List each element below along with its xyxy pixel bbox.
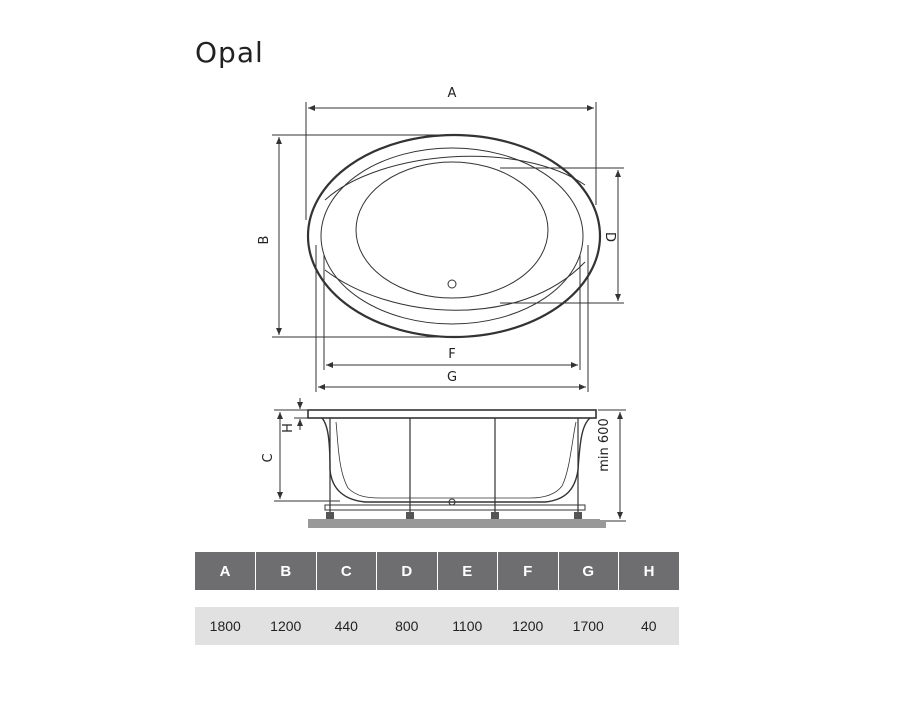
table-cell: 440 [316, 607, 377, 645]
dimension-f-label: F [448, 347, 455, 362]
drain-valve [448, 498, 456, 506]
table-header-row: A B C D E F G H [195, 552, 679, 590]
support-frame [324, 504, 586, 511]
dimension-h [294, 398, 310, 430]
dimension-g [315, 245, 589, 392]
leg-foot [406, 512, 414, 519]
tub-inner-rim [320, 147, 584, 325]
table-spacer-row [195, 590, 679, 607]
dimension-b [272, 134, 450, 338]
leg-foot [491, 512, 499, 519]
dimension-min600 [598, 409, 626, 522]
top-view [306, 133, 602, 339]
tub-seat-curve-bottom [324, 261, 586, 311]
tub-outer-rim [306, 133, 602, 339]
table-header-cell: H [618, 552, 679, 590]
table-cell: 800 [376, 607, 437, 645]
table-cell: 40 [618, 607, 679, 645]
dimension-b-label: B [257, 236, 272, 245]
table-cell: 1100 [437, 607, 498, 645]
dimension-d-label: D [602, 232, 617, 242]
tub-seat-curve-top [324, 155, 586, 201]
table-cell: 1200 [255, 607, 316, 645]
table-cell: 1700 [558, 607, 619, 645]
tub-body-side [321, 417, 591, 503]
dimension-min600-label: min 600 [597, 418, 612, 471]
dimension-d [500, 167, 624, 304]
table-header-cell: G [558, 552, 619, 590]
tub-rim-side [307, 409, 597, 419]
tub-inner-side [335, 421, 577, 499]
table-row: 1800 1200 440 800 1100 1200 1700 40 [195, 607, 679, 645]
dimension-g-label: G [447, 370, 457, 385]
table-header-cell: C [316, 552, 377, 590]
table-header-cell: B [255, 552, 317, 590]
table-header-cell: F [497, 552, 559, 590]
leg-foot [574, 512, 582, 519]
tub-basin [355, 161, 549, 299]
leg-foot [326, 512, 334, 519]
drain-icon [447, 279, 457, 289]
dimension-h-label: H [281, 423, 296, 433]
dimension-c-label: C [261, 453, 276, 462]
side-view [307, 409, 606, 528]
table-header-cell: A [195, 552, 256, 590]
dimension-f [323, 255, 581, 370]
page-title: Opal [195, 36, 264, 69]
dimension-a-label: A [448, 86, 457, 101]
table-cell: 1800 [195, 607, 256, 645]
table-header-cell: E [437, 552, 498, 590]
bathtub-drawing: A B D F G [257, 86, 626, 528]
dimension-a [305, 102, 597, 220]
table-header-cell: D [376, 552, 438, 590]
dimensions-table: A B C D E F G H 1800 1200 440 800 1100 1… [195, 552, 679, 645]
floor-shadow [308, 520, 606, 528]
table-cell: 1200 [497, 607, 558, 645]
